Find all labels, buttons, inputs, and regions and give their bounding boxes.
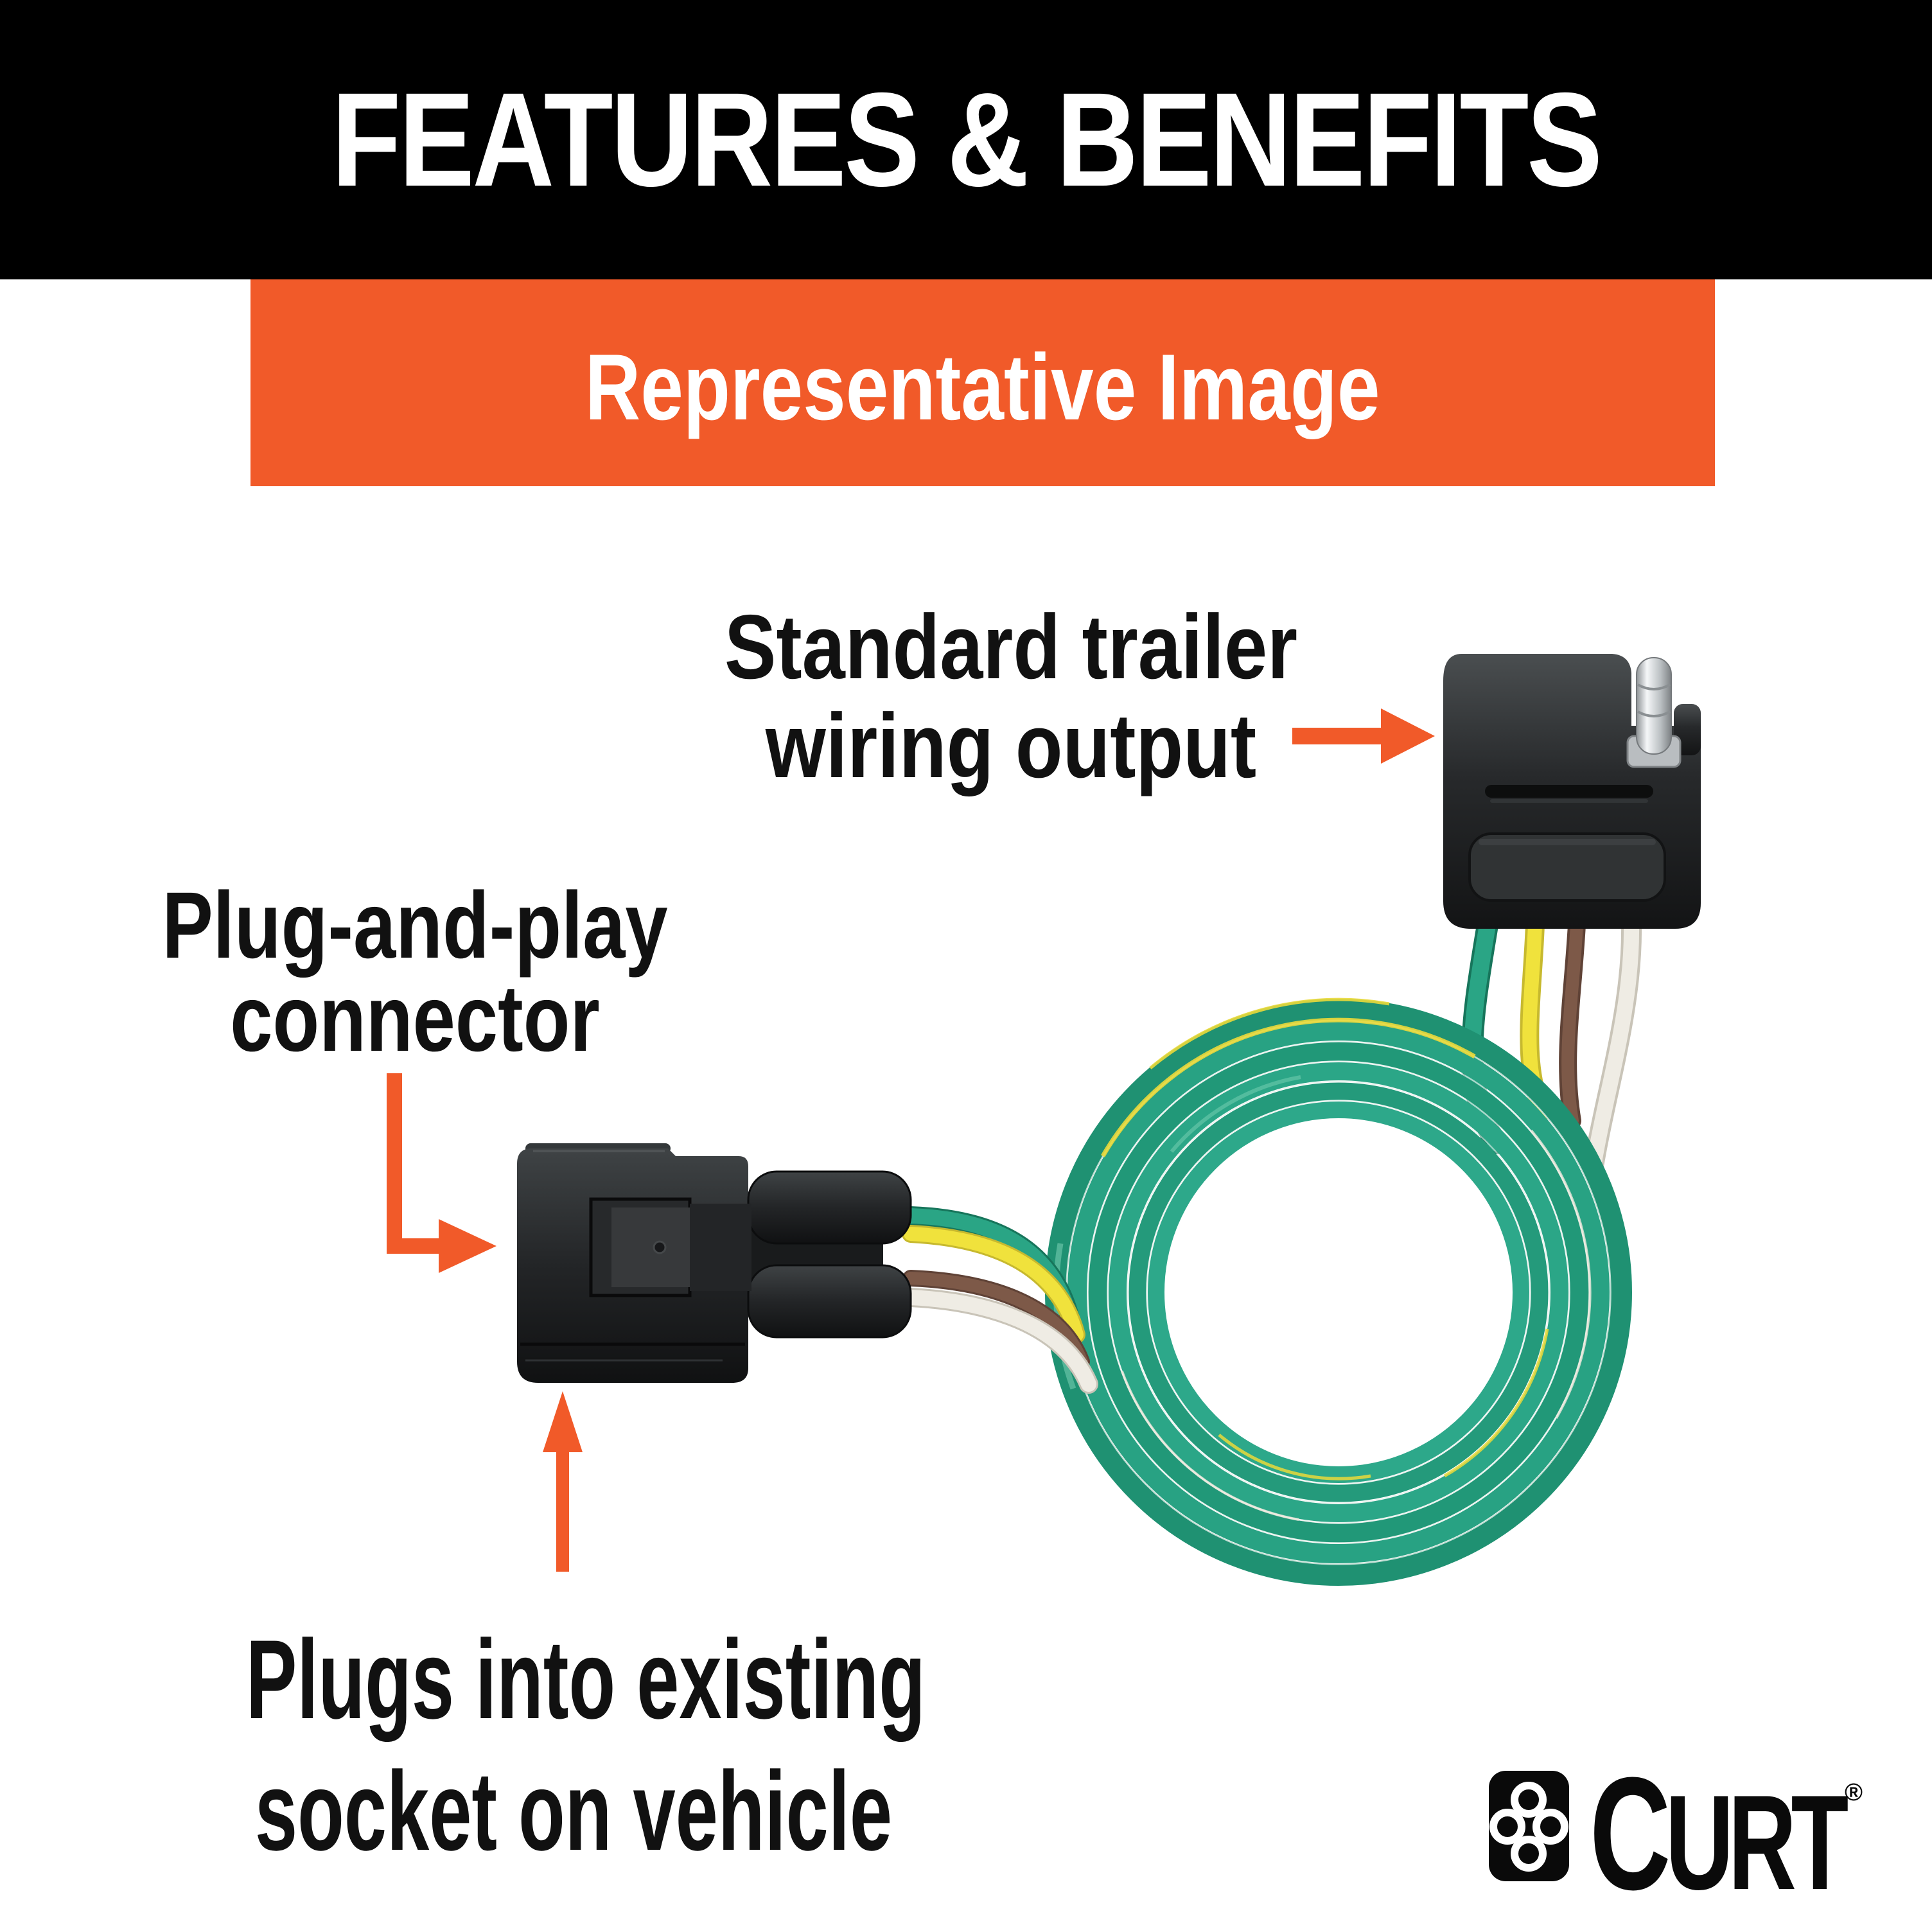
right-arrow-icon <box>1292 708 1435 764</box>
elbow-arrow-icon <box>387 1073 496 1273</box>
registered-trademark: ® <box>1845 1779 1863 1806</box>
representative-banner: Representative Image <box>250 279 1715 486</box>
wire-coil <box>1045 997 1632 1586</box>
up-arrow-icon <box>543 1391 583 1572</box>
connector-pin-icon <box>1626 657 1682 768</box>
annotation-connector: Plug-and-play connector <box>155 879 675 1066</box>
annotation-line: socket on vehicle <box>254 1749 893 1874</box>
ribbon-wires <box>901 1206 1098 1394</box>
ribbon-wire-yellow <box>904 1227 1084 1342</box>
page-title: FEATURES & BENEFITS <box>331 65 1603 215</box>
trailer-connector <box>1443 654 1701 929</box>
harness-wire-white <box>1586 917 1640 1170</box>
annotation-line: wiring output <box>765 695 1257 797</box>
header-bar: FEATURES & BENEFITS <box>0 0 1932 279</box>
banner-label: Representative Image <box>585 335 1380 439</box>
ribbon-wire-white <box>903 1290 1096 1392</box>
curt-clover-icon <box>1489 1771 1569 1881</box>
vehicle-connector <box>517 1143 912 1383</box>
brand-wordmark: CURT <box>1590 1744 1849 1923</box>
annotation-line: connector <box>230 966 600 1071</box>
annotation-line: Plug-and-play <box>162 873 668 978</box>
annotation-line: Plugs into existing <box>246 1617 926 1743</box>
harness-wire-brown <box>1561 918 1583 1127</box>
annotation-line: Standard trailer <box>724 596 1298 698</box>
annotation-socket: Plugs into existing socket on vehicle <box>246 1614 926 1877</box>
annotation-output: Standard trailer wiring output <box>683 598 1339 796</box>
ribbon-wire-brown <box>904 1272 1088 1368</box>
